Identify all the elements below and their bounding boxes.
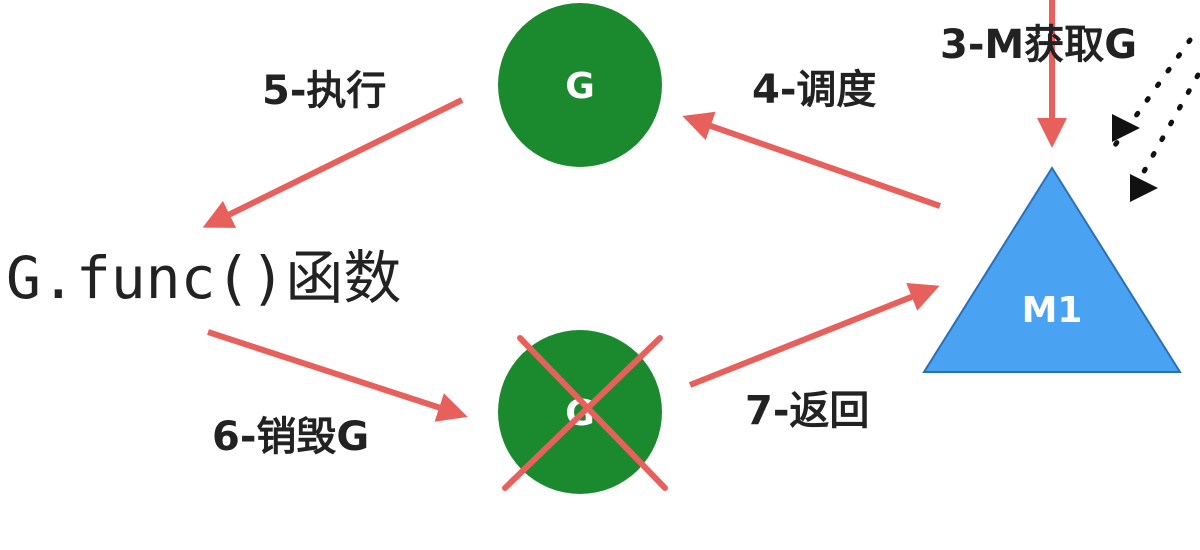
destroy-cross-icon (502, 335, 668, 491)
step5-label: 5-执行 (262, 68, 386, 114)
arrow-step7-return (688, 282, 940, 388)
arrow-step6-destroy (207, 329, 468, 422)
dotted-queue-decoration (1105, 37, 1200, 203)
step3-label: 3-M获取G (940, 22, 1137, 68)
goroutine-node-top-label: G (565, 66, 595, 107)
arrow-step4-schedule (682, 111, 941, 209)
step6-label: 6-销毁G (212, 414, 369, 460)
step4-label: 4-调度 (752, 67, 876, 113)
function-label: G.func()函数 (6, 244, 401, 312)
machine-m1-label: M1 (1022, 290, 1083, 331)
machine-m1-node (922, 166, 1182, 373)
goroutine-node-top (498, 3, 662, 167)
step7-label: 7-返回 (745, 388, 869, 434)
arrow-step5-execute (202, 97, 464, 228)
